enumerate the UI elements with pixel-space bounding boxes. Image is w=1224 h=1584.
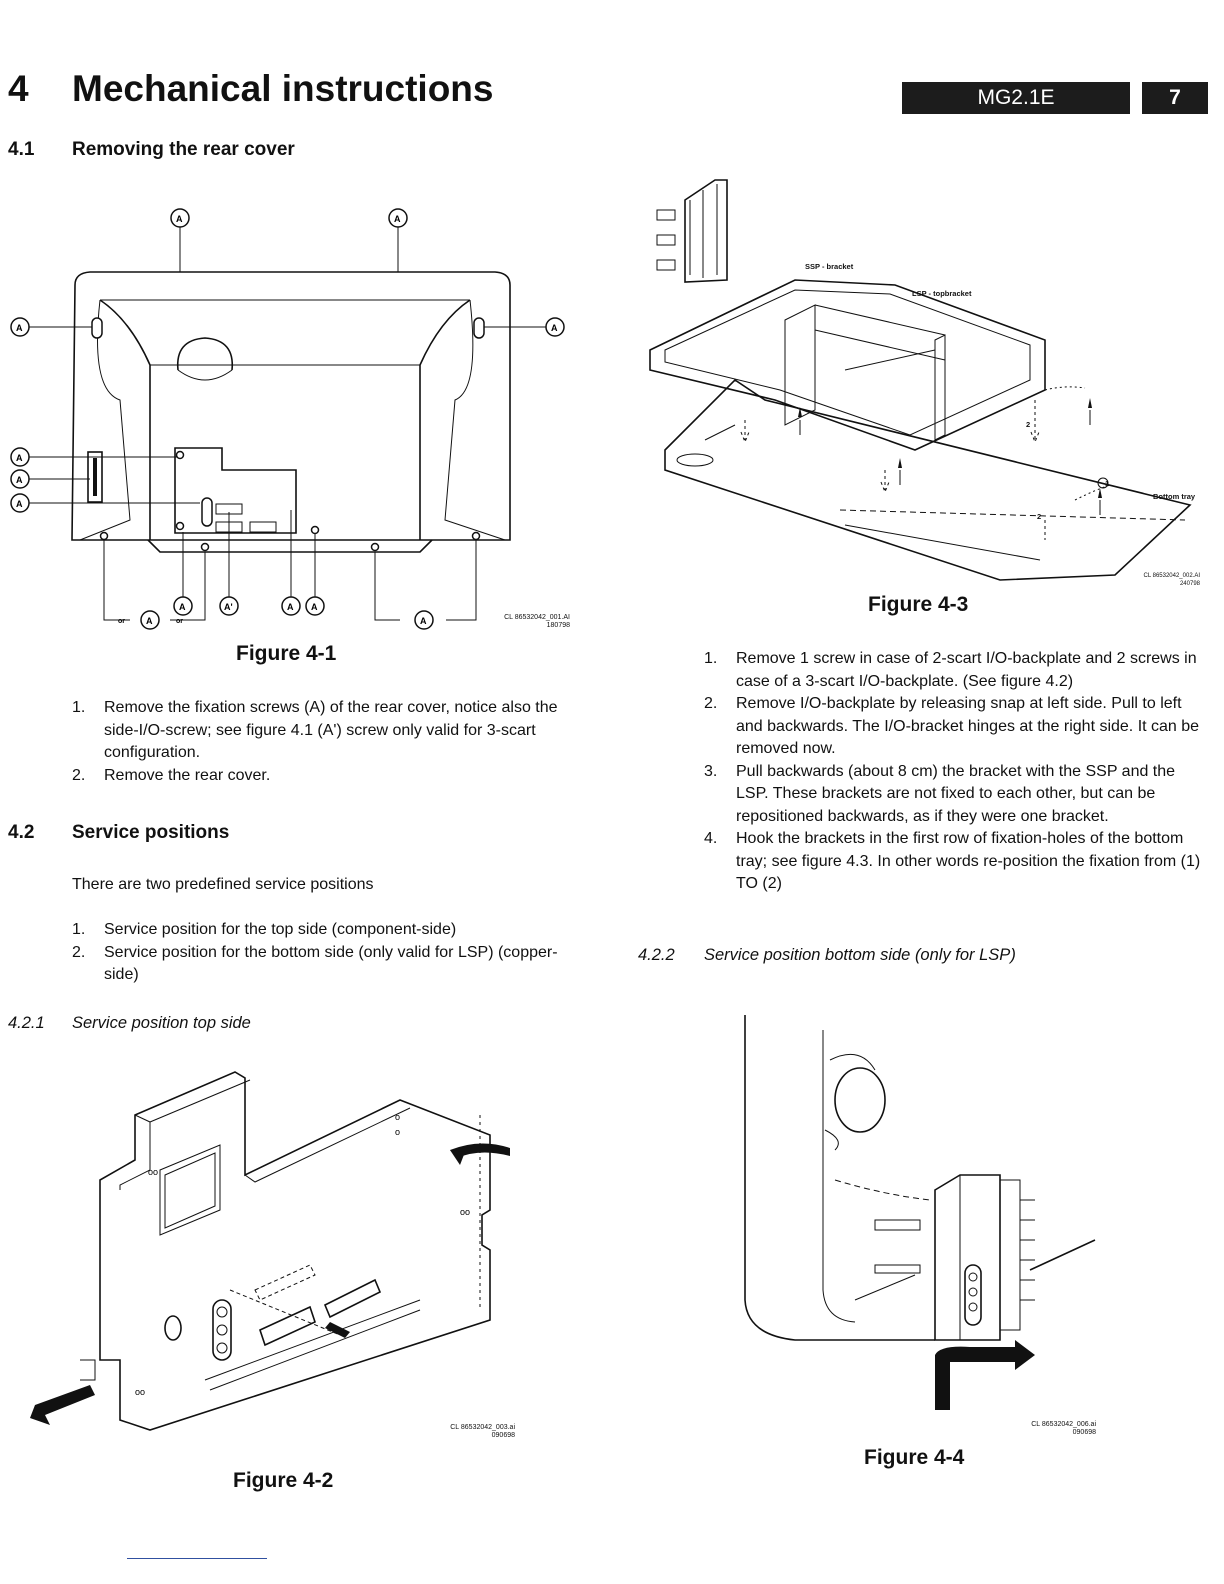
list-item: 2.Remove I/O-backplate by releasing snap… [704, 695, 1200, 757]
svg-text:A: A [311, 602, 318, 612]
svg-text:A': A' [224, 602, 233, 612]
figure-4-1-drawing: A A A A A A A A or or A A' A A [10, 208, 565, 630]
section-title: Service positions [72, 822, 230, 843]
figure-4-3-drawing [649, 179, 1192, 581]
svg-text:A: A [394, 214, 401, 224]
figure-code: CL 86532042_003.ai [450, 1424, 515, 1431]
svg-text:A: A [179, 602, 186, 612]
steps-list: 1.Remove the fixation screws (A) of the … [72, 697, 572, 787]
svg-text:oo: oo [135, 1387, 145, 1397]
svg-text:A: A [16, 499, 23, 509]
figure-date: 180798 [546, 622, 570, 629]
section-intro: There are two predefined service positio… [72, 876, 374, 893]
list-item: 2.Service position for the bottom side (… [72, 943, 558, 984]
right-steps-list: 1.Remove 1 screw in case of 2-scart I/O-… [704, 648, 1206, 896]
figure-caption: Figure 4-1 [236, 642, 337, 665]
chapter-number: 4 [8, 68, 29, 109]
label-lsp: LSP - topbracket [912, 289, 972, 298]
svg-text:A: A [420, 616, 427, 626]
list-item: 1.Remove the fixation screws (A) of the … [72, 699, 558, 761]
figure-4-4-drawing [744, 1015, 1096, 1410]
svg-text:A: A [176, 214, 183, 224]
svg-text:A: A [146, 616, 153, 626]
subsection-number: 4.2.1 [8, 1014, 45, 1032]
list-item: 3.Pull backwards (about 8 cm) the bracke… [704, 762, 1176, 825]
page-number: 7 [1142, 82, 1208, 114]
svg-text:A: A [287, 602, 294, 612]
svg-text:oo: oo [148, 1167, 158, 1177]
model-badge: MG2.1E [902, 82, 1130, 114]
list-item: 1.Remove 1 screw in case of 2-scart I/O-… [704, 650, 1197, 690]
subsection-title: Service position top side [72, 1014, 251, 1032]
svg-text:o: o [395, 1127, 400, 1137]
label-tray: Bottom tray [1153, 492, 1196, 501]
chapter-title: Mechanical instructions [72, 68, 494, 109]
svg-text:oo: oo [460, 1207, 470, 1217]
list-item: 4.Hook the brackets in the first row of … [704, 830, 1201, 892]
svg-text:A: A [16, 323, 23, 333]
figure-date: 240798 [1179, 581, 1200, 587]
svg-text:A: A [16, 453, 23, 463]
figure-code: CL 86532042_006.ai [1031, 1421, 1096, 1428]
footer-rule [127, 1558, 267, 1559]
figure-date: 090698 [1072, 1429, 1096, 1436]
section-number: 4.1 [8, 139, 35, 160]
figure-4-2-drawing: oo oo oo o o [30, 1071, 510, 1431]
list-item: 2.Remove the rear cover. [72, 766, 271, 784]
section-title: Removing the rear cover [72, 139, 295, 160]
svg-text:or: or [118, 618, 125, 625]
section-number: 4.2 [8, 822, 35, 843]
figure-code: CL 86532042_002.AI [1143, 573, 1201, 579]
marker-1: 1 [1105, 479, 1110, 488]
marker-2: 2 [1037, 512, 1042, 521]
figure-caption: Figure 4-3 [868, 593, 969, 616]
svg-text:A: A [551, 323, 558, 333]
subsection-title: Service position bottom side (only for L… [704, 946, 1016, 964]
marker-2: 2 [1026, 420, 1031, 429]
subsection-number: 4.2.2 [638, 946, 675, 964]
figure-caption: Figure 4-2 [233, 1469, 334, 1492]
figure-caption: Figure 4-4 [864, 1446, 965, 1469]
figure-code: CL 86532042_001.AI [504, 614, 570, 621]
figure-date: 090698 [491, 1432, 515, 1439]
label-ssp: SSP - bracket [805, 262, 854, 271]
list-item: 1.Service position for the top side (com… [72, 921, 457, 938]
positions-list: 1.Service position for the top side (com… [72, 919, 572, 987]
svg-text:A: A [16, 475, 23, 485]
svg-text:o: o [395, 1112, 400, 1122]
svg-text:or: or [176, 618, 183, 625]
